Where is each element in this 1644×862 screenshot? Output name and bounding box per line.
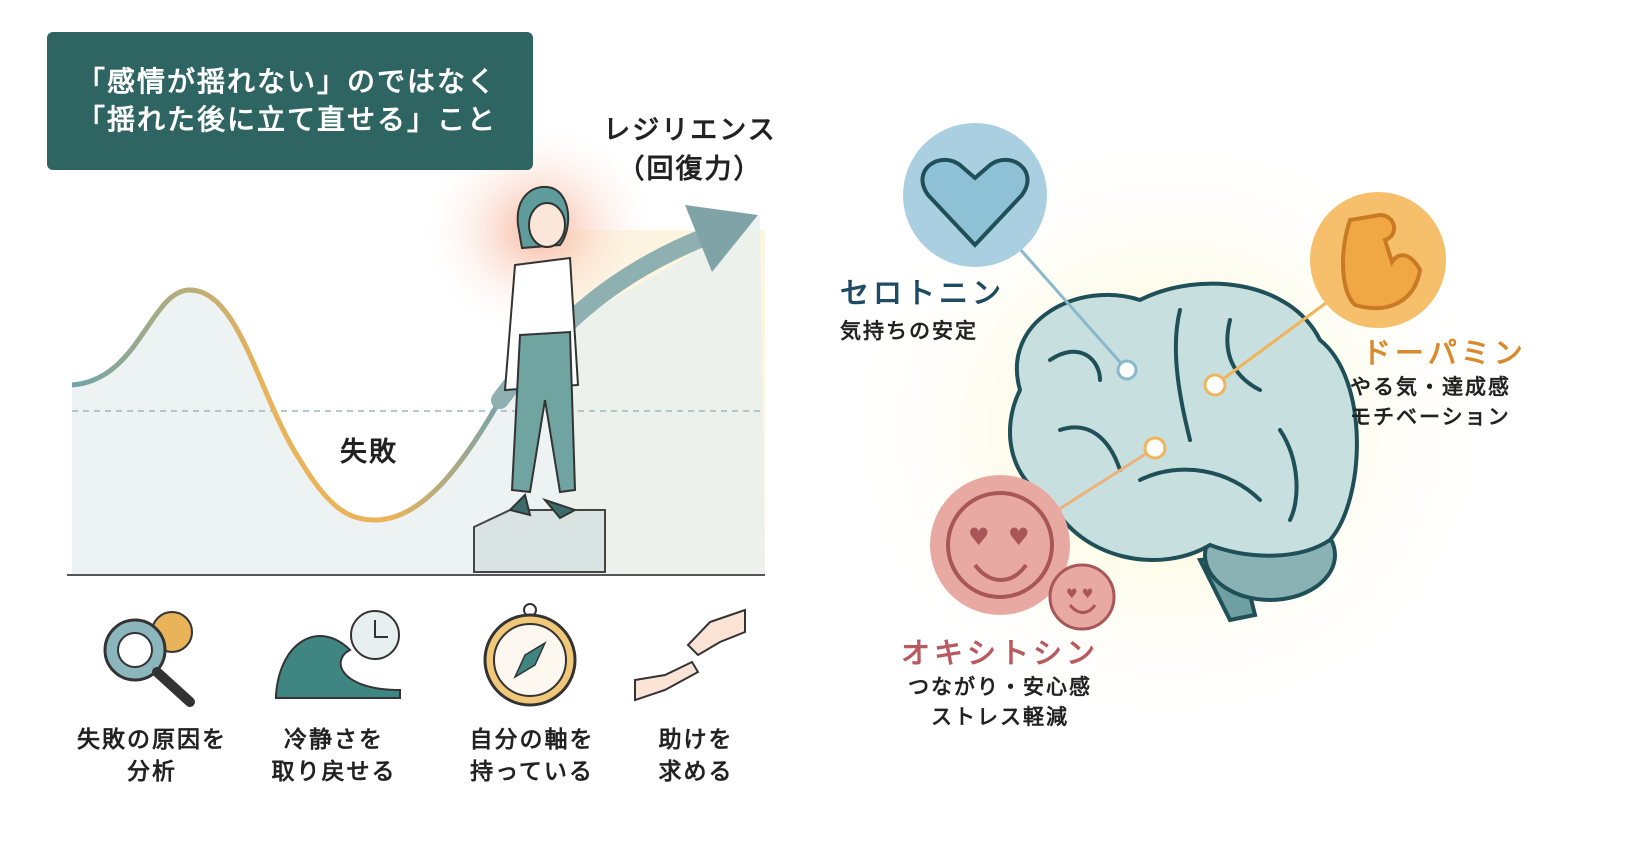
oxytocin-name: オキシトシン xyxy=(900,636,1099,670)
action-label-axis: 自分の軸を 持っている xyxy=(432,724,632,788)
dopamine-desc-2: モチベーション xyxy=(1350,405,1511,429)
magnifier-gear-icon xyxy=(103,611,195,707)
arrow-head xyxy=(685,205,758,272)
action-label-line: 持っている xyxy=(470,759,594,785)
action-label-help: 助けを 求める xyxy=(596,724,796,788)
flexed-arm-icon xyxy=(1310,192,1446,328)
headline-line-1: 「感情が揺れない」のではなく xyxy=(77,65,498,98)
action-label-line: 助けを xyxy=(658,727,734,753)
headline-line-2: 「揺れた後に立て直せる」こと xyxy=(77,103,498,136)
action-label-line: 求める xyxy=(658,759,734,785)
action-label-line: 失敗の原因を xyxy=(77,727,227,753)
failure-label: 失敗 xyxy=(340,437,398,468)
oxytocin-desc-1: つながり・安心感 xyxy=(908,675,1092,699)
headline-box: 「感情が揺れない」のではなく 「揺れた後に立て直せる」こと xyxy=(47,32,533,170)
dopamine-name: ドーパミン xyxy=(1362,336,1527,370)
action-label-line: 冷静さを xyxy=(284,727,384,753)
resilience-subtitle: （回復力） xyxy=(617,154,763,185)
heart-icon xyxy=(903,123,1047,267)
helping-hands-icon xyxy=(634,608,746,702)
oxytocin-desc-2: ストレス軽減 xyxy=(931,705,1069,729)
serotonin-name: セロトニン xyxy=(840,276,1006,310)
action-label-line: 取り戻せる xyxy=(271,759,397,785)
svg-text:♥: ♥ xyxy=(1008,523,1030,551)
compass-icon xyxy=(483,603,577,707)
dopamine-label: ドーパミン やる気・達成感 モチベーション xyxy=(1350,330,1527,432)
heart-eyes-smiley-icon: ♥ ♥ ♥ ♥ xyxy=(930,475,1116,631)
serotonin-desc: 気持ちの安定 xyxy=(840,319,978,343)
dopamine-desc-1: やる気・達成感 xyxy=(1350,375,1511,399)
resilience-title: レジリエンス xyxy=(603,115,777,146)
resilience-label: レジリエンス （回復力） xyxy=(590,108,790,186)
svg-text:♥ ♥: ♥ ♥ xyxy=(1066,587,1093,602)
pedestal xyxy=(473,509,606,573)
serotonin-label: セロトニン 気持ちの安定 xyxy=(840,270,1005,346)
action-label-line: 自分の軸を xyxy=(469,727,595,753)
action-label-analyze: 失敗の原因を 分析 xyxy=(52,724,252,788)
resilience-curve-chart xyxy=(67,120,765,576)
person-standing xyxy=(503,185,580,520)
svg-text:♥: ♥ xyxy=(968,523,990,551)
action-label-calm: 冷静さを 取り戻せる xyxy=(234,724,434,788)
oxytocin-label: オキシトシン つながり・安心感 ストレス軽減 xyxy=(880,630,1120,732)
action-label-line: 分析 xyxy=(127,759,177,785)
wave-clock-icon xyxy=(275,610,401,699)
emotion-curve xyxy=(71,287,503,523)
